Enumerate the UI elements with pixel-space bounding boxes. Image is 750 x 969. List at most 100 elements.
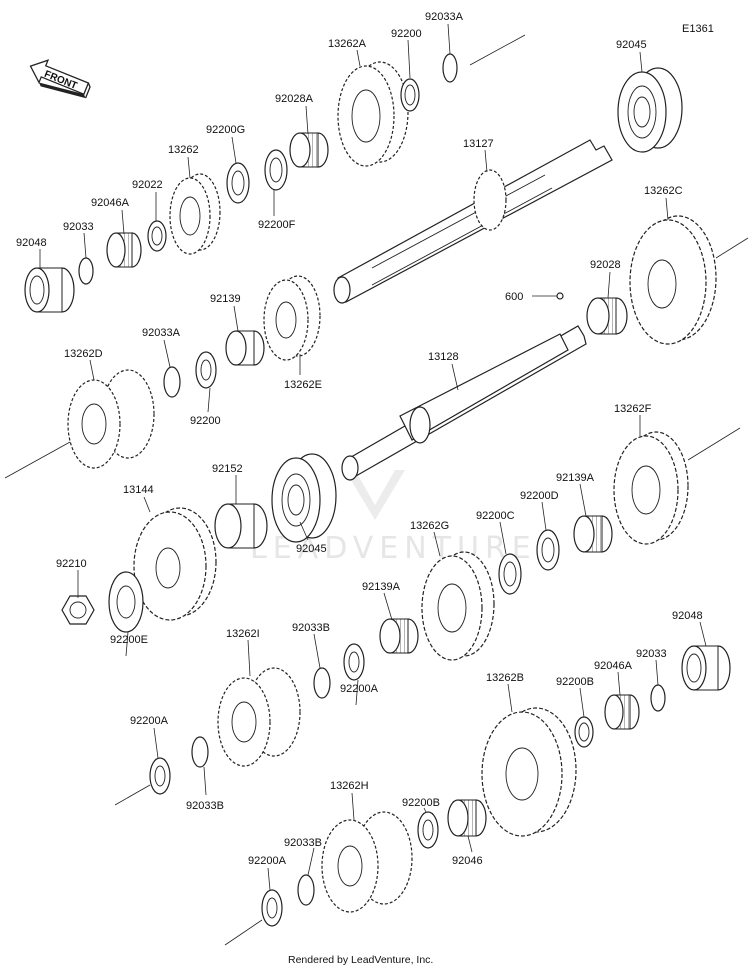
callout-92033A-top: 92033A: [425, 11, 464, 23]
washer-92200A-low: [261, 889, 283, 927]
callout-13262D: 13262D: [64, 348, 103, 360]
gear-13262H: [321, 811, 413, 913]
callout-92152: 92152: [212, 463, 243, 475]
gear-13262A: [337, 61, 409, 167]
washer-92200F: [264, 149, 288, 191]
needle-bearing-92046: [447, 799, 487, 837]
callout-92048-top: 92048: [16, 237, 47, 249]
needle-bearing-92046A-top: [106, 232, 142, 268]
washer-92200C: [498, 553, 522, 595]
gear-13262B: [481, 707, 577, 837]
bearing-92045-mid: [271, 453, 337, 543]
callout-92200B-low: 92200B: [402, 797, 440, 809]
bushing-92028: [586, 297, 628, 335]
bearing-92045-top: [617, 67, 683, 153]
axis-line-left: [114, 784, 151, 806]
callout-92200G: 92200G: [206, 124, 245, 136]
callout-92139A-right: 92139A: [556, 472, 595, 484]
callout-600: 600: [505, 291, 523, 303]
callout-92028A: 92028A: [275, 93, 314, 105]
callout-92033-top: 92033: [63, 221, 94, 233]
pointer-600-dot: [556, 292, 564, 300]
circlip-92033-top: [78, 257, 94, 285]
bushing-92048-top: [24, 267, 75, 313]
callout-92022: 92022: [132, 179, 163, 191]
circlip-92033B-low: [297, 874, 315, 906]
gear-13262I: [217, 667, 301, 767]
callout-92200F: 92200F: [258, 219, 296, 231]
callout-92210: 92210: [56, 558, 87, 570]
axis-line-13262D: [4, 441, 71, 479]
callout-13262I: 13262I: [226, 628, 260, 640]
circlip-92033B-left: [191, 736, 209, 768]
nut-92210: [61, 595, 95, 625]
axis-line-bottom: [224, 919, 263, 946]
needle-bearing-92046A-bottom: [604, 694, 640, 730]
washer-92200A-mid: [343, 643, 365, 681]
callout-92200A-mid: 92200A: [340, 683, 379, 695]
gear-13262: [169, 173, 221, 255]
callout-92200A-low: 92200A: [248, 855, 287, 867]
washer-92200G: [226, 162, 250, 204]
callout-92046A-bottom: 92046A: [594, 660, 633, 672]
axis-line-13262C: [715, 237, 749, 259]
sprocket-13144: [133, 507, 217, 621]
circlip-92033A-top: [442, 53, 458, 83]
callout-13144: 13144: [123, 484, 154, 496]
bushing-92139A-right: [573, 515, 613, 553]
bushing-92048-bottom: [681, 645, 731, 691]
washer-92200A-left: [149, 757, 171, 795]
gear-13262F: [613, 431, 689, 545]
callout-92033B-low: 92033B: [284, 837, 322, 849]
circlip-92033B-mid: [313, 667, 331, 699]
washer-92022: [147, 220, 167, 252]
callout-13262G: 13262G: [410, 520, 449, 532]
callout-92139: 92139: [210, 293, 241, 305]
callout-13262A: 13262A: [328, 38, 367, 50]
washer-92200B-mid: [574, 716, 594, 748]
washer-92200D: [536, 529, 560, 571]
gear-13262G: [421, 551, 495, 661]
callout-92046: 92046: [452, 855, 483, 867]
callout-92200B-mid: 92200B: [556, 676, 594, 688]
callout-92200E: 92200E: [110, 634, 148, 646]
leader-lines: [39, 23, 707, 891]
washer-92200B-low: [417, 811, 439, 849]
circlip-92033-bottom: [650, 684, 666, 712]
front-arrow-icon: FRONT: [29, 59, 91, 99]
gear-13262D: [67, 369, 155, 469]
collar-92152: [214, 503, 268, 549]
callout-13262B: 13262B: [486, 672, 524, 684]
callout-labels: 92033A 13262A 92200 92045 92028A 92200G …: [16, 11, 703, 867]
washer-92200-top: [400, 78, 420, 112]
callout-92048-bottom: 92048: [672, 610, 703, 622]
callout-92033-bottom: 92033: [636, 648, 667, 660]
circlip-92033A-mid: [163, 366, 181, 398]
callout-92045-mid: 92045: [296, 543, 327, 555]
callout-92200D: 92200D: [520, 490, 559, 502]
lock-washer-92200E: [108, 571, 144, 633]
callout-13128: 13128: [428, 351, 459, 363]
gear-13262C: [629, 215, 717, 345]
callout-13262F: 13262F: [614, 403, 652, 415]
callout-92139A-mid: 92139A: [362, 581, 401, 593]
callout-92200-mid: 92200: [190, 415, 221, 427]
callout-92033A-mid: 92033A: [142, 327, 181, 339]
washer-92200-mid: [195, 351, 217, 389]
axis-line-13262F: [687, 427, 741, 461]
shaft-13127: [333, 139, 613, 304]
footer-credit: Rendered by LeadVenture, Inc.: [288, 954, 433, 966]
bushing-92139: [225, 330, 265, 366]
callout-92200A-left: 92200A: [130, 715, 169, 727]
callout-92200C: 92200C: [476, 510, 515, 522]
callout-92200-top: 92200: [391, 28, 422, 40]
callout-92028: 92028: [590, 259, 621, 271]
callout-92045-top: 92045: [616, 39, 647, 51]
callout-92033B-left: 92033B: [186, 800, 224, 812]
callout-13262H: 13262H: [330, 780, 369, 792]
shaft-13128: [341, 325, 587, 481]
reference-code: E1361: [682, 23, 714, 35]
callout-92033B-mid: 92033B: [292, 622, 330, 634]
